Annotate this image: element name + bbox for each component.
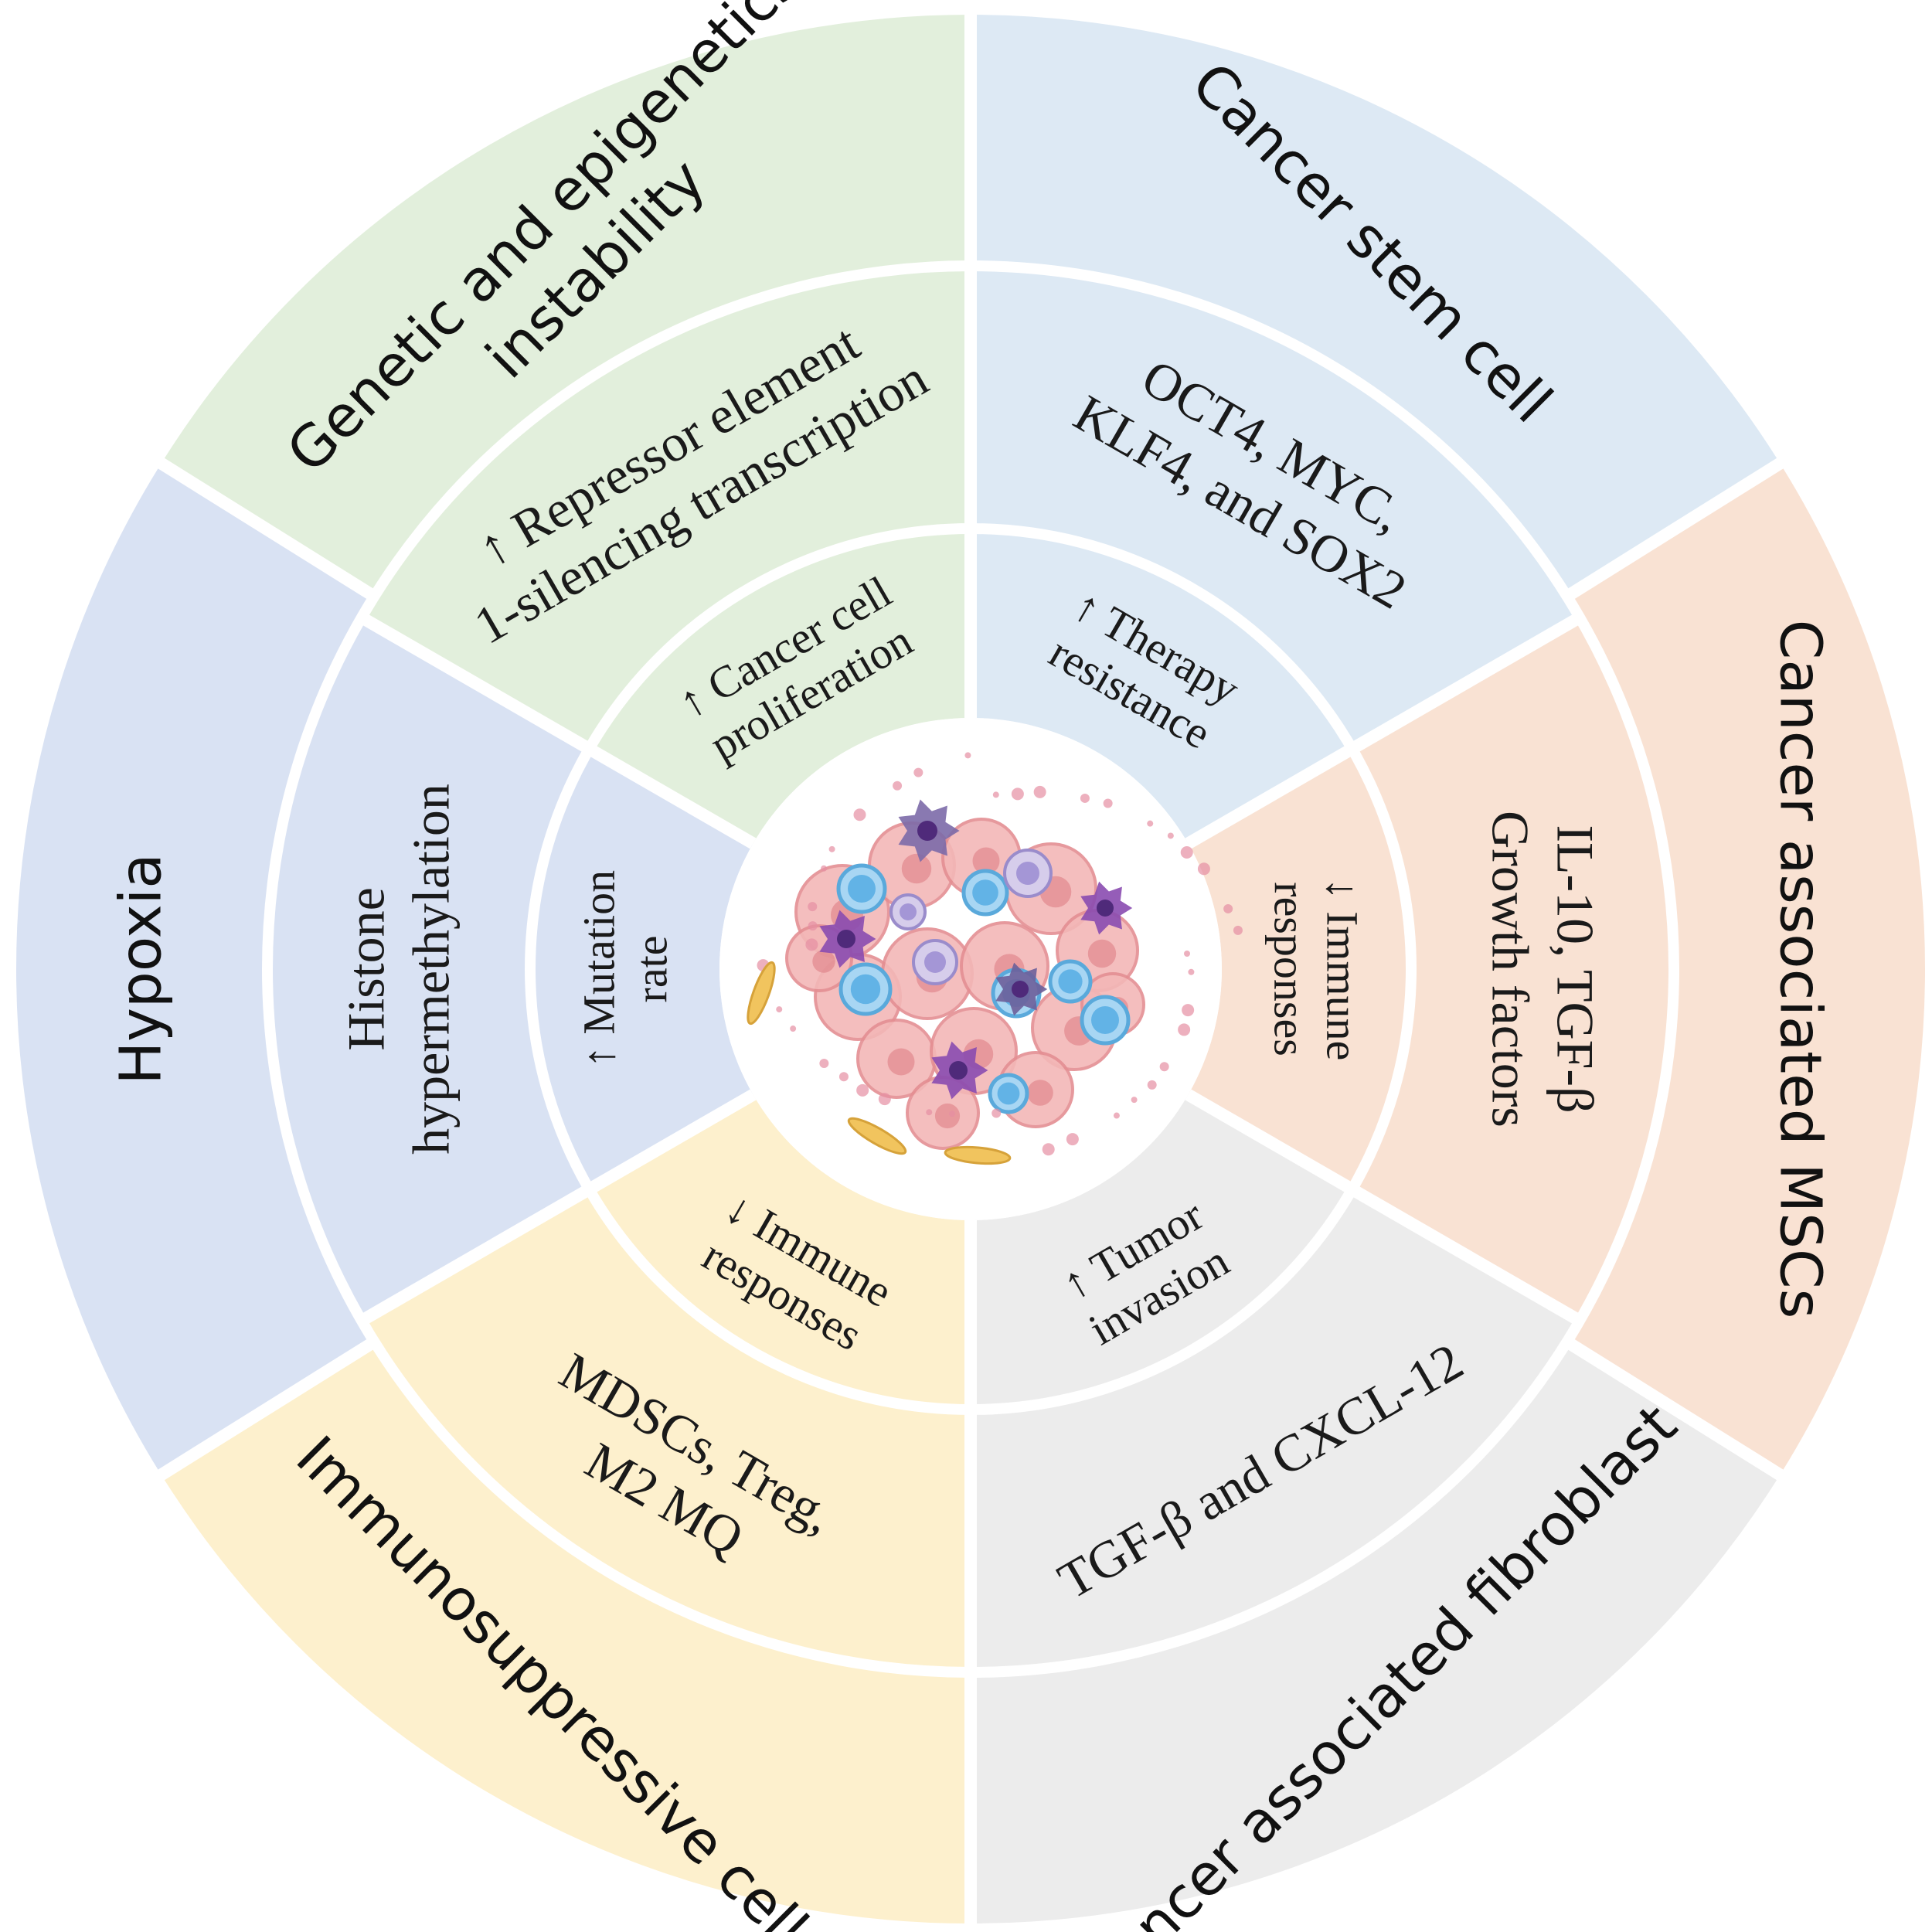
hypoxia-inner-sector bbox=[267, 617, 753, 1321]
inner-divider bbox=[358, 1089, 757, 1326]
sector-dividers bbox=[141, 0, 1800, 1932]
inner-divider bbox=[358, 612, 757, 849]
cancer-associated-mscs-middle-label-line: IL-10, TGF-β bbox=[1546, 825, 1604, 1113]
hypoxia-inner-label-line: rate bbox=[626, 936, 676, 1003]
hypoxia-outer-label-line: Hypoxia bbox=[108, 853, 175, 1084]
outer-divider bbox=[141, 447, 378, 602]
cancer-associated-mscs-middle-label-line: Growth factors bbox=[1481, 811, 1539, 1128]
inner-divider bbox=[1185, 612, 1583, 849]
cancer-associated-mscs-inner-label-line: ↓ Immune bbox=[1318, 878, 1368, 1061]
inner-divider bbox=[1185, 1089, 1583, 1326]
hypoxia-inner-label-line: ↑ Mutation bbox=[573, 870, 624, 1068]
cancer-associated-mscs-middle-label: IL-10, TGF-βGrowth factors bbox=[1481, 811, 1604, 1128]
hypoxia-outer-sector bbox=[12, 461, 375, 1478]
cancer-associated-mscs-inner-label: ↓ Immuneresponses bbox=[1265, 878, 1368, 1061]
cancer-associated-fibroblast-outer-sector bbox=[971, 1342, 1784, 1927]
hypoxia-middle-label-line: hypermethylation bbox=[402, 784, 461, 1155]
outer-divider bbox=[1563, 447, 1800, 602]
outer-divider bbox=[1563, 1336, 1800, 1491]
genetic-epigenetic-instability-outer-sector bbox=[158, 11, 971, 597]
hypoxia-outer-label: Hypoxia bbox=[108, 853, 175, 1084]
sector-fills bbox=[12, 11, 1929, 1927]
cancer-associated-mscs-outer-label-line: Cancer associated MSCs bbox=[1767, 620, 1833, 1318]
hypoxia-inner-label: ↑ Mutationrate bbox=[573, 870, 676, 1068]
cancer-associated-mscs-inner-sector bbox=[1188, 617, 1674, 1321]
outer-divider bbox=[141, 1336, 378, 1491]
cancer-associated-mscs-outer-sector bbox=[1566, 461, 1929, 1478]
cancer-associated-mscs-inner-label-line: responses bbox=[1265, 882, 1315, 1056]
hypoxia-middle-label-line: Histone bbox=[337, 887, 396, 1051]
cancer-associated-mscs-outer-label: Cancer associated MSCs bbox=[1767, 620, 1833, 1318]
cancer-stem-cell-outer-sector bbox=[971, 11, 1784, 597]
immunosuppressive-cells-outer-sector bbox=[158, 1342, 971, 1927]
tumor-cell-cluster-illustration bbox=[719, 718, 1243, 1220]
